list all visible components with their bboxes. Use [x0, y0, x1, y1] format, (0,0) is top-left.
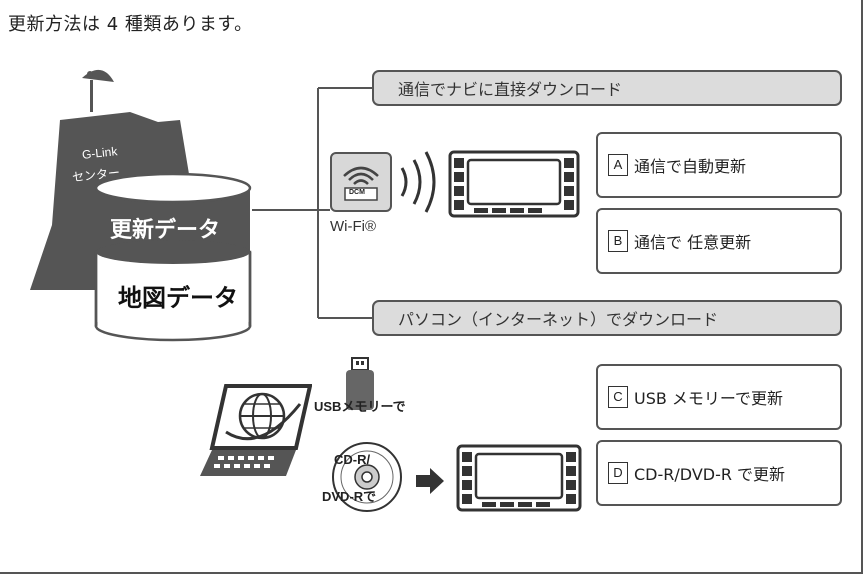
usb-media-label: USBメモリーで — [314, 399, 406, 414]
database-cylinder-icon — [94, 172, 252, 342]
option-d-label: CD-R/DVD-R で更新 — [634, 465, 786, 484]
option-b-label: 通信で 任意更新 — [634, 233, 752, 252]
car-navigation-unit-icon — [448, 150, 580, 218]
option-a-box: A 通信で自動更新 — [596, 132, 842, 198]
usb-memory-icon — [346, 357, 374, 410]
banner-network-label: 通信でナビに直接ダウンロード — [398, 80, 623, 99]
banner-network-download: 通信でナビに直接ダウンロード — [372, 70, 842, 106]
wifi-label: Wi-Fi® — [330, 218, 377, 235]
option-b-letter: B — [608, 230, 628, 252]
dvd-media-label: DVD-Rで — [322, 489, 377, 504]
option-a-label: 通信で自動更新 — [634, 157, 747, 176]
cd-media-label: CD-R/ — [334, 452, 371, 467]
wifi-signal-icon — [343, 166, 379, 201]
map-data-label: 地図データ — [118, 284, 238, 312]
dcm-chip-label: DCM — [349, 189, 365, 196]
radio-waves-icon — [400, 151, 436, 213]
right-arrow-icon — [416, 468, 444, 494]
option-c-letter: C — [608, 386, 628, 408]
option-c-label: USB メモリーで更新 — [634, 389, 783, 408]
option-c-box: C USB メモリーで更新 — [596, 364, 842, 430]
page-title: 更新方法は 4 種類あります。 — [8, 14, 253, 35]
update-data-label: 更新データ — [110, 218, 221, 243]
dcm-module: DCM — [330, 152, 392, 212]
banner-pc-label: パソコン（インターネット）でダウンロード — [398, 310, 719, 329]
option-d-letter: D — [608, 462, 628, 484]
cd-disc-icon — [332, 442, 402, 512]
option-b-box: B 通信で 任意更新 — [596, 208, 842, 274]
option-a-letter: A — [608, 154, 628, 176]
car-navigation-unit-bottom-icon — [456, 444, 582, 512]
laptop-computer-icon — [200, 384, 312, 476]
banner-pc-download: パソコン（インターネット）でダウンロード — [372, 300, 842, 336]
option-d-box: D CD-R/DVD-R で更新 — [596, 440, 842, 506]
